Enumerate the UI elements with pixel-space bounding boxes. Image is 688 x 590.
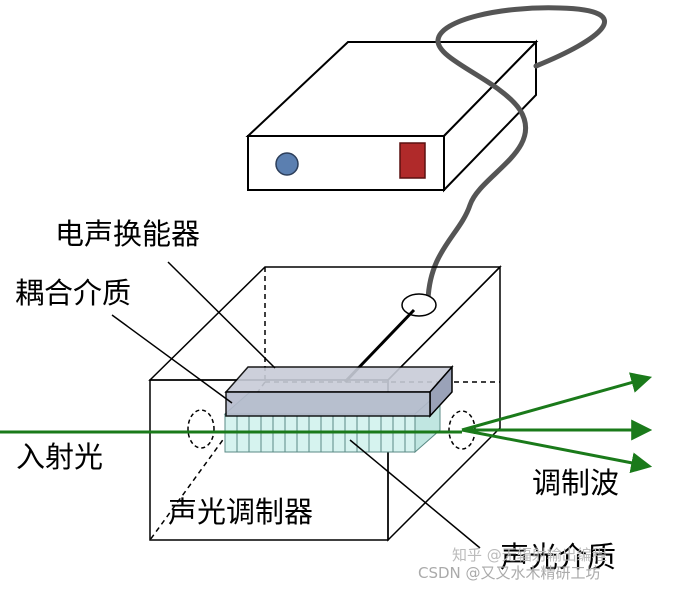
transducer-front	[225, 391, 431, 417]
diffracted-beam-down	[461, 428, 653, 474]
leader-medium	[349, 439, 481, 549]
leader-coupling	[111, 314, 233, 404]
diffracted-beam-up	[461, 372, 653, 432]
cube-top-face	[148, 266, 502, 381]
transducer-plate	[224, 365, 454, 418]
cube-hidden-edge-depth	[149, 381, 266, 541]
watermark-zhihu: 知乎 @无辐射输出编程	[452, 546, 607, 564]
connector-oval	[401, 293, 437, 317]
label-incident: 入射光	[16, 440, 103, 474]
driver-box	[245, 39, 539, 193]
knob-icon	[275, 152, 299, 176]
entrance-aperture	[187, 409, 215, 449]
label-modulated-wave: 调制波	[532, 466, 619, 500]
signal-cable	[425, 5, 607, 303]
medium-stripes	[236, 416, 406, 452]
label-ao-medium: 声光介质	[500, 540, 616, 574]
leader-transducer	[167, 261, 276, 369]
transducer-top	[224, 366, 454, 393]
label-transducer: 电声换能器	[55, 217, 200, 251]
watermark-csdn: CSDN @又又水木精研工坊	[418, 564, 601, 582]
label-coupling: 耦合介质	[15, 276, 131, 310]
label-modulator: 声光调制器	[168, 495, 313, 529]
power-switch-icon	[399, 142, 426, 179]
